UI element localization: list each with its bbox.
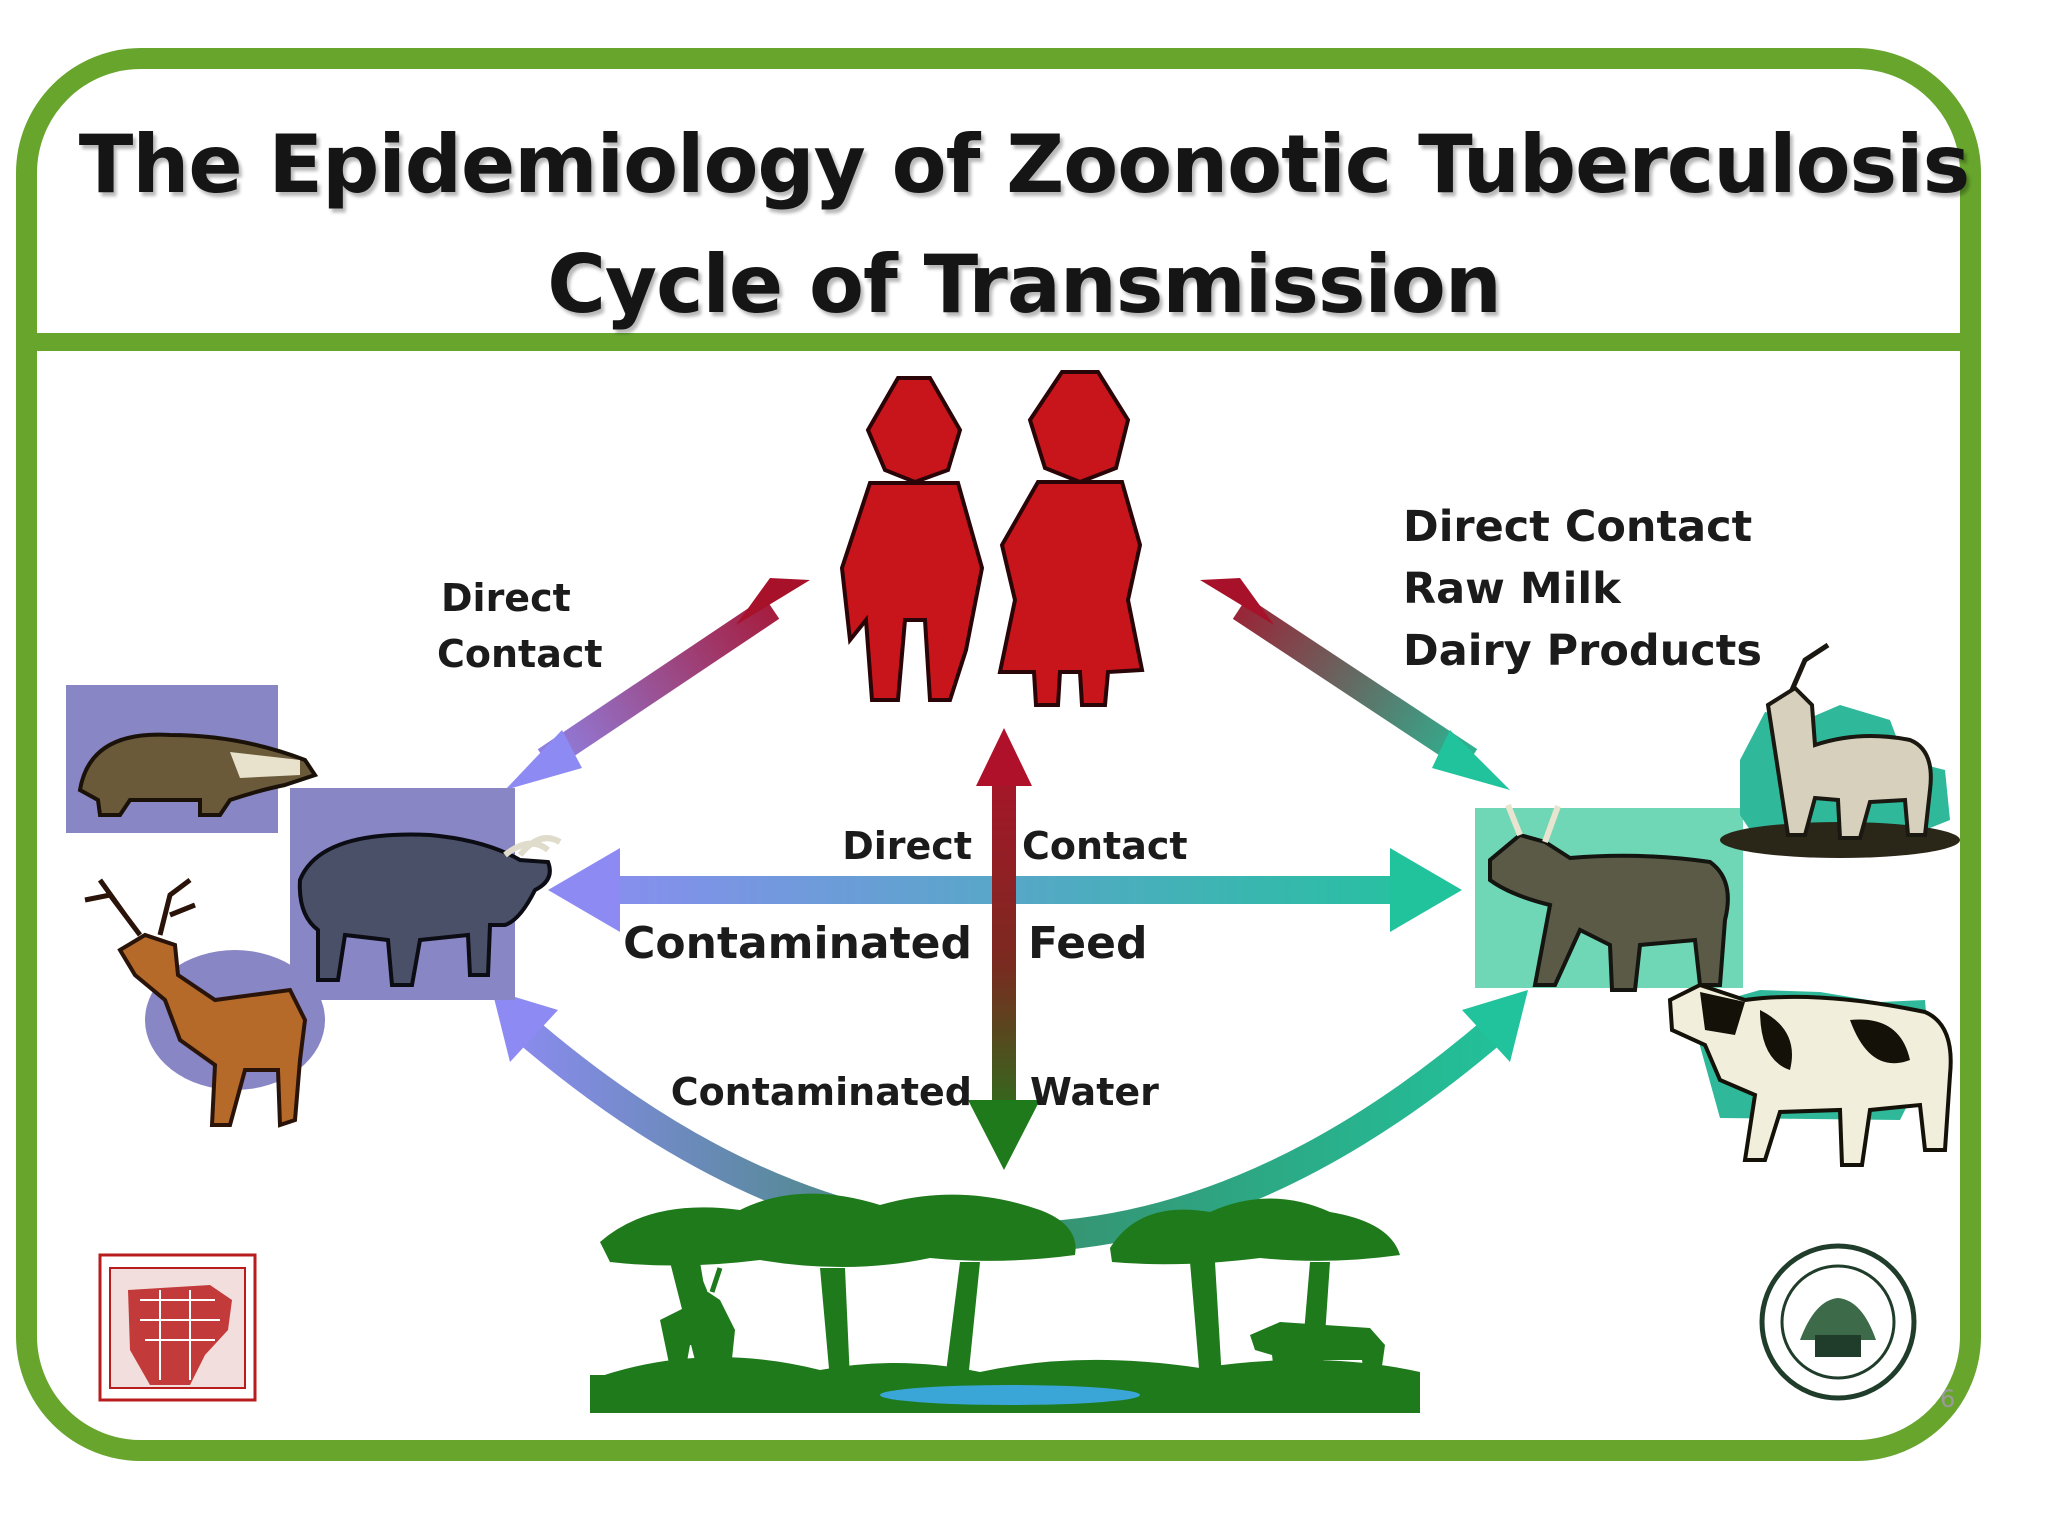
badger-icon <box>66 685 319 833</box>
michigan-state-university-seal <box>1759 1243 1917 1401</box>
goat-icon <box>1720 642 1960 858</box>
label-line: Raw Milk <box>1403 564 1621 614</box>
man-icon <box>839 376 985 702</box>
deer-icon <box>84 878 325 1128</box>
label-water: Water <box>1030 1070 1159 1114</box>
slide-subtitle: Cycle of Transmission <box>547 238 1502 331</box>
man-and-woman-icon <box>839 370 1145 707</box>
wildlife-human-arrow <box>505 578 810 790</box>
label-contaminated-water: Contaminated <box>670 1070 972 1114</box>
label-line: Dairy Products <box>1403 626 1762 676</box>
center-for-comparative-epidemiology-logo <box>98 1253 257 1402</box>
livestock-human-arrow <box>1200 578 1510 790</box>
zebu-cattle-icon <box>1475 803 1743 992</box>
label-direct-contact-left: Direct Contact <box>437 570 603 682</box>
woman-icon <box>997 370 1145 707</box>
label-center-direct: Direct <box>842 824 972 868</box>
label-center-contact: Contact <box>1022 824 1188 868</box>
label-line: Direct Contact <box>1403 502 1753 552</box>
dairy-cow-icon <box>1667 982 1953 1167</box>
page-number: 6 <box>1940 1385 1956 1413</box>
label-feed: Feed <box>1028 918 1148 969</box>
label-contaminated-feed: Contaminated <box>623 918 972 969</box>
label-line: Direct <box>441 576 571 620</box>
human-environment-arrow <box>968 728 1040 1170</box>
savanna-landscape-icon <box>590 1193 1420 1413</box>
label-line: Contact <box>437 632 603 676</box>
label-livestock-to-human: Direct Contact Raw Milk Dairy Products <box>1403 496 1762 682</box>
buffalo-icon <box>290 788 562 1000</box>
slide-title: The Epidemiology of Zoonotic Tuberculosi… <box>78 118 1970 211</box>
title-divider <box>16 333 1981 351</box>
